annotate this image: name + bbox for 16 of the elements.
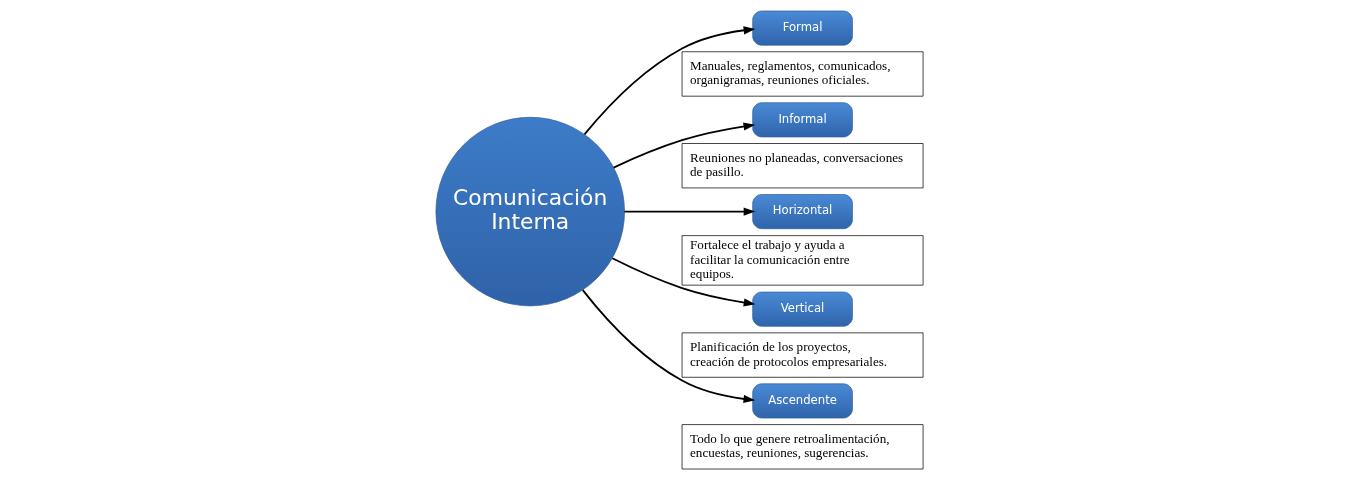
node-box: Fortalece el trabajo y ayuda a facilitar la comunicación entre equipos. [681, 235, 924, 286]
node-box: Informal [752, 102, 853, 138]
arrow [581, 289, 756, 403]
node-box: Todo lo que genere retroalimentación, encuestas, reuniones, sugerencias. [681, 424, 924, 470]
node-box: Planificación de los proyectos, creación de protocolos empresariales. [681, 332, 924, 378]
node-box: Horizontal [752, 194, 853, 230]
node-box: Reuniones no planeadas, conversaciones de pasillo. [681, 143, 924, 189]
node-box: Vertical [752, 291, 853, 327]
arrow [623, 207, 756, 216]
node-box: Ascendente [752, 383, 853, 419]
node-box: Formal [752, 10, 853, 46]
node-box: Manuales, reglamentos, comunicados, organigramas, reuniones oficiales. [681, 51, 924, 97]
node-circle: Comunicación Interna [435, 116, 625, 307]
arrow [612, 122, 756, 169]
arrow [583, 26, 756, 136]
arrow [611, 257, 756, 307]
